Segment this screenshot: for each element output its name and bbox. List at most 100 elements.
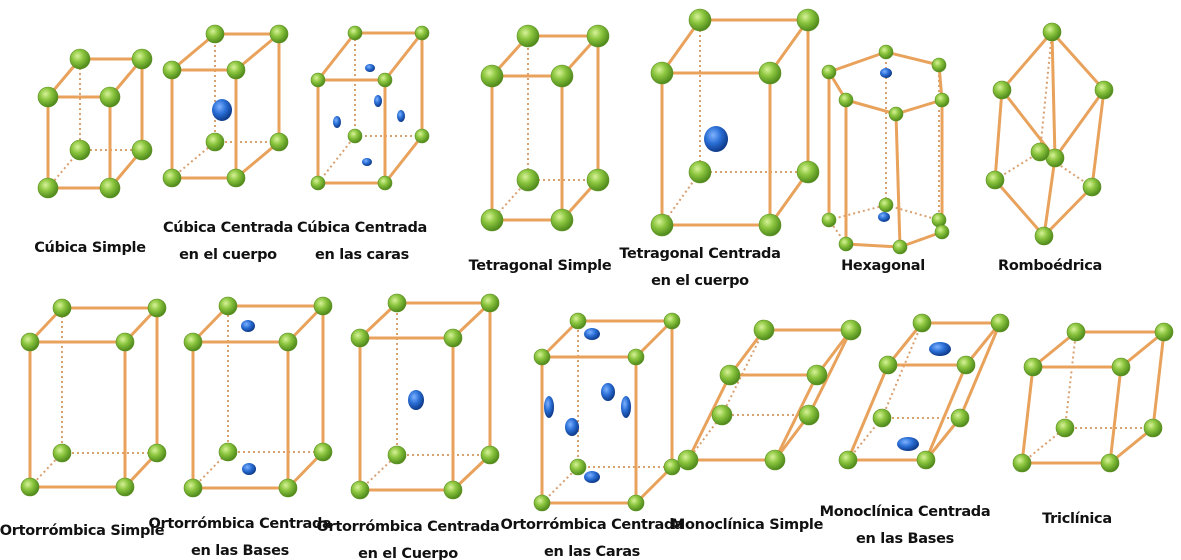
corner-atom [218,442,238,462]
corner-atom [916,450,936,470]
corner-atom [985,170,1005,190]
center-atom [544,396,554,418]
lattice-triclinica [1012,322,1174,473]
lattice-label-tetragonal-centrada-cuerpo: Tetragonal Centrada [619,246,780,262]
corner-atom [313,442,333,462]
corner-atom [131,48,153,70]
lattice-ortorrombica-centrada-bases [183,296,333,498]
corner-atom [69,139,91,161]
corner-atom [840,319,862,341]
hidden-edge [359,454,398,491]
corner-atom [806,364,828,386]
corner-atom [1111,357,1131,377]
corner-atom [663,312,681,330]
corner-atom [347,128,363,144]
corner-atom [313,296,333,316]
corner-atom [688,160,712,184]
corner-atom [1082,177,1102,197]
corner-atom [480,293,500,313]
corner-atom [480,64,504,88]
lattice-hexagonal [821,44,950,255]
corner-atom [934,92,950,108]
center-atom [704,126,728,152]
center-atom [362,158,372,166]
corner-atom [480,208,504,232]
corner-atom [377,175,393,191]
lattice-label-hexagonal: Hexagonal [841,258,925,274]
edge [234,140,281,180]
corner-atom [69,48,91,70]
corner-atom [931,212,947,228]
corner-atom [586,168,610,192]
corner-atom [838,236,854,252]
corner-atom [99,177,121,199]
corner-atom [1030,142,1050,162]
corner-atom [414,128,430,144]
center-atom [621,396,631,418]
corner-atom [1143,418,1163,438]
corner-atom [52,443,72,463]
corner-atom [480,445,500,465]
corner-atom [956,355,976,375]
corner-atom [147,298,167,318]
corner-atom [218,296,238,316]
lattice-label-ortorrombica-centrada-cuerpo: Ortorrómbica Centrada [316,519,499,535]
lattice-label-ortorrombica-centrada-cuerpo-line2: en el Cuerpo [358,546,458,560]
corner-atom [569,458,587,476]
edge [1108,365,1123,465]
corner-atom [798,404,820,426]
lattice-tetragonal-simple [480,24,610,232]
center-atom [897,437,919,451]
corner-atom [377,72,393,88]
lattice-label-monoclinica-centrada-bases: Monoclínica Centrada [820,504,991,520]
corner-atom [162,168,182,188]
hidden-edge [721,329,765,416]
corner-atom [278,332,298,352]
corner-atom [719,364,741,386]
lattice-label-monoclinica-simple: Monoclínica Simple [671,517,824,533]
hidden-edge [1039,31,1053,153]
corner-atom [387,445,407,465]
corner-atom [569,312,587,330]
corner-atom [934,224,950,240]
lattice-label-tetragonal-simple: Tetragonal Simple [469,258,612,274]
corner-atom [872,408,892,428]
lattice-ortorrombica-centrada-caras [533,312,681,512]
corner-atom [1066,322,1086,342]
edge [958,321,1002,420]
center-atom [374,95,382,107]
corner-atom [516,168,540,192]
edge [993,88,1004,182]
lattice-monoclinica-centrada-bases [838,313,1010,470]
lattice-ortorrombica-simple [20,298,167,497]
corner-atom [269,24,289,44]
corner-atom [796,160,820,184]
edge [993,178,1046,238]
hidden-edge [1064,331,1077,429]
edge [1050,30,1106,92]
corner-atom [796,8,820,32]
edge [383,31,424,82]
lattice-label-ortorrombica-simple: Ortorrómbica Simple [0,523,165,539]
corner-atom [892,239,908,255]
lattice-label-romboedrica: Romboédrica [998,258,1102,274]
corner-atom [677,449,699,471]
center-atom [565,418,579,436]
corner-atom [183,478,203,498]
lattice-tetragonal-centrada-cuerpo [650,8,820,237]
corner-atom [627,348,645,366]
corner-atom [162,60,182,80]
corner-atom [131,139,153,161]
corner-atom [1042,22,1062,42]
edge [884,50,941,67]
corner-atom [912,313,932,333]
corner-atom [387,293,407,313]
corner-atom [1034,226,1054,246]
corner-atom [20,477,40,497]
lattice-ortorrombica-centrada-cuerpo [350,293,500,500]
corner-atom [226,60,246,80]
edge [1151,330,1166,430]
lattice-label-monoclinica-centrada-bases-line2: en las Bases [856,531,954,547]
edge [1042,156,1057,238]
edge [844,98,898,116]
